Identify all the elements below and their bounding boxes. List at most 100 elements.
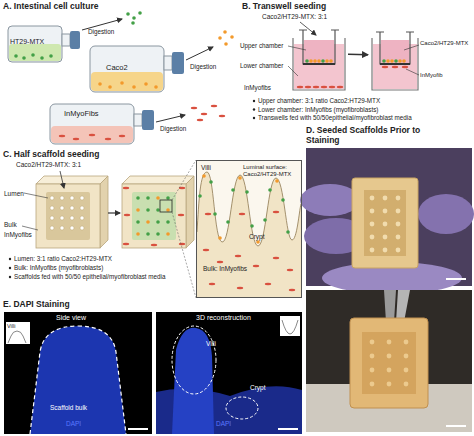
scaffold-photo-bottom xyxy=(387,354,392,359)
flask-node: HT29-MTX xyxy=(6,16,82,66)
transwell-left xyxy=(300,22,316,35)
digestion-arrow xyxy=(131,21,135,25)
scaffold-seeded xyxy=(179,243,185,245)
digestion-arrow xyxy=(156,115,185,122)
scaffold-seeded xyxy=(146,220,150,224)
label-heading: C. Half scaffold seeding xyxy=(3,150,133,160)
scaffold-seeded xyxy=(136,208,140,212)
transwell-left xyxy=(313,59,317,63)
villi-crypt-inset xyxy=(287,269,293,271)
scaffold-node: Caco2/HT29-MTX: 3:1LumenBulkInMyofibs xyxy=(4,160,112,252)
scaffold-photo-top xyxy=(370,235,375,240)
node-text: Caco2/HT29-MTX: 3:1 xyxy=(262,13,348,20)
scaffold-photo-bottom xyxy=(384,290,396,322)
scaffold-seeded xyxy=(122,176,194,184)
villi-crypt-inset xyxy=(196,160,302,298)
digestion-arrow xyxy=(126,12,130,16)
dapi-side-view xyxy=(30,326,126,434)
flask-ht29 xyxy=(49,54,53,58)
flask-caco2 xyxy=(132,85,136,89)
transwell-left xyxy=(288,66,298,76)
scaffold-photo-top xyxy=(446,278,466,280)
scaffold-photo-top xyxy=(370,196,375,201)
villi-crypt-inset xyxy=(250,224,254,228)
villi-crypt-inset xyxy=(238,176,242,180)
scaffold-left xyxy=(70,226,74,230)
transwell-left xyxy=(329,59,333,63)
scaffold-photo-top xyxy=(396,222,401,227)
scaffold-seeded xyxy=(166,208,170,212)
bullet-dots xyxy=(253,117,255,119)
node-text: Caco2/HT29-MTX: 3:1 xyxy=(16,161,106,168)
scaffold-photo-top xyxy=(396,209,401,214)
villi-crypt-inset xyxy=(263,218,267,222)
dapi-3d-reconstruction xyxy=(282,320,298,334)
scaffold-left xyxy=(60,216,64,220)
transwell-left xyxy=(299,30,339,64)
digestion-arrow xyxy=(224,42,228,46)
villi-crypt-inset xyxy=(198,194,202,198)
transwell-left xyxy=(309,59,313,63)
scaffold-left xyxy=(50,216,54,220)
flask-inmyofibs xyxy=(73,138,79,140)
bullet-note: Lower chamber: InMyofibs (myofibroblasts… xyxy=(258,106,468,113)
scaffold-photo-top xyxy=(300,148,474,294)
digestion-arrow xyxy=(230,35,234,39)
scaffold-left xyxy=(36,176,108,184)
scaffold-photo-bottom xyxy=(404,354,409,359)
transwell-right xyxy=(382,66,388,68)
step-label: Digestion xyxy=(190,63,230,70)
scaffold-seeded xyxy=(166,232,170,236)
node-text: Caco2/HT29-MTX xyxy=(420,40,474,47)
node-text: Bulk xyxy=(4,221,34,228)
villi-crypt-inset xyxy=(209,283,215,285)
villi-crypt-inset xyxy=(203,249,209,251)
scaffold-left xyxy=(46,192,90,240)
scaffold-seeded xyxy=(166,220,170,224)
dapi-3d-reconstruction xyxy=(280,316,300,336)
digestion-arrow xyxy=(191,107,197,109)
flask-node: Caco2 xyxy=(86,38,190,96)
transwell-right xyxy=(372,32,419,90)
scaffold-photo-bottom xyxy=(350,318,428,408)
transwell-right xyxy=(394,59,398,63)
villi-crypt-inset xyxy=(218,236,222,240)
node-text: D. Seeded Scaffolds Prior to Staining xyxy=(306,126,436,146)
scaffold-photo-top xyxy=(383,196,388,201)
flask-ht29 xyxy=(31,53,35,57)
transwell-node: Caco2/HT29-MTXInMyofib xyxy=(368,20,474,92)
flask-inmyofibs xyxy=(50,104,154,144)
villi-crypt-inset xyxy=(253,265,259,267)
digestion-arrow xyxy=(132,16,136,20)
scaffold-seeded xyxy=(132,192,176,240)
digestion-arrow xyxy=(218,36,222,40)
scaffold-left xyxy=(80,206,84,210)
scaffold-seeded xyxy=(156,208,160,212)
scaffold-seeded xyxy=(146,208,150,212)
node-text: Caco2 xyxy=(106,64,156,73)
scaffold-photo-top xyxy=(383,222,388,227)
digestion-arrow xyxy=(219,115,225,117)
label-heading: A. Intestinal cell culture xyxy=(3,2,133,12)
scaffold-photo-top xyxy=(383,209,388,214)
flask-caco2 xyxy=(91,72,163,91)
flask-caco2 xyxy=(154,85,158,89)
flask-ht29 xyxy=(14,54,18,58)
transwell-right xyxy=(404,45,419,50)
dapi-3d-reconstruction xyxy=(156,312,302,434)
scaffold-seeded xyxy=(186,176,194,248)
dapi-3d-reconstruction xyxy=(278,428,298,430)
digestion-arrow xyxy=(82,11,142,30)
transwell-right xyxy=(381,40,409,64)
scaffold-seeded xyxy=(156,220,160,224)
scaffold-photo-top xyxy=(370,248,375,253)
bullet-note: Upper chamber: 3:1 ratio Caco2:HT29-MTX xyxy=(258,97,468,104)
dapi-side-view xyxy=(128,428,148,430)
flask-ht29 xyxy=(40,56,44,60)
node-text: Villi xyxy=(7,323,31,329)
scaffold-seeded xyxy=(136,232,140,236)
scaffold-seeded xyxy=(123,187,129,189)
villi-crypt-inset xyxy=(273,211,279,213)
step-arrow xyxy=(108,212,120,213)
